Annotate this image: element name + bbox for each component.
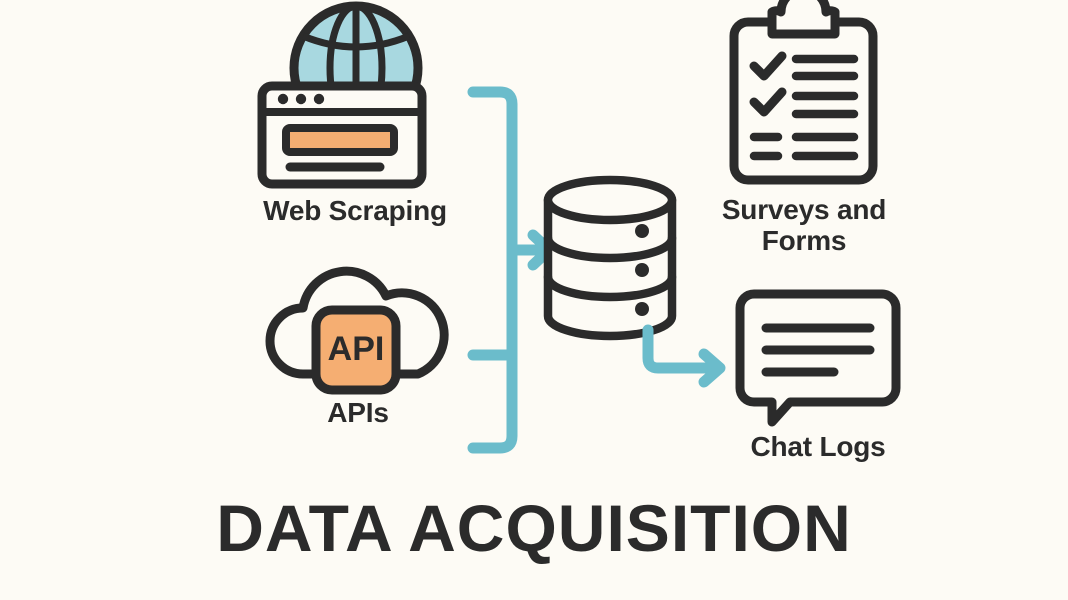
cloud-api-icon: API — [265, 266, 449, 395]
speech-bubble-icon — [735, 289, 901, 427]
node-label-web-scraping: Web Scraping — [263, 195, 447, 226]
elbow-arrow-icon — [642, 324, 726, 388]
db-tier-dot — [635, 263, 649, 277]
page-title: DATA ACQUISITION — [216, 491, 852, 565]
database-cylinder-icon — [543, 175, 677, 341]
db-tier-dot — [635, 302, 649, 316]
node-surveys-and-forms[interactable]: Surveys and Forms — [722, 0, 886, 256]
check-icon — [749, 51, 787, 81]
db-tier-dot — [635, 224, 649, 238]
node-web-scraping[interactable]: Web Scraping — [250, 0, 460, 226]
node-apis[interactable]: API APIs — [258, 262, 463, 428]
clipboard-checklist-icon — [729, 0, 878, 185]
node-label-surveys-and-forms: Surveys and Forms — [721, 194, 887, 257]
node-label-chat-logs: Chat Logs — [750, 431, 886, 462]
check-icon — [749, 87, 787, 117]
node-database[interactable] — [538, 175, 683, 341]
globe-browser-window-icon — [257, 1, 427, 189]
connector-database-to-chat-logs — [636, 322, 746, 392]
node-chat-logs[interactable]: Chat Logs — [734, 288, 902, 462]
node-label-apis: APIs — [327, 397, 389, 428]
api-badge-text: API — [328, 330, 385, 368]
